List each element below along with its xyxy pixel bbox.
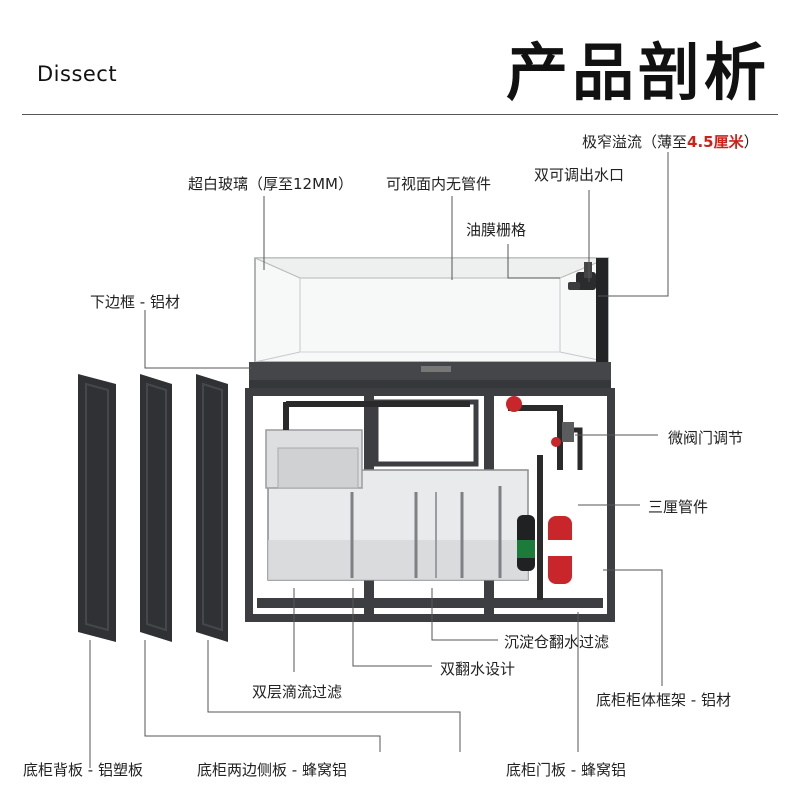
label-cabinet-frame: 底柜柜体框架 - 铝材 — [596, 691, 731, 709]
label-double-drip: 双层滴流过滤 — [252, 683, 343, 701]
label-double-flip: 双翻水设计 — [440, 660, 516, 678]
page-title: 产品剖析 — [505, 36, 770, 109]
back-panel — [78, 374, 116, 642]
label-settling: 沉淀仓翻水过滤 — [504, 633, 610, 651]
brand-plate — [421, 366, 451, 372]
label-no-pipes: 可视面内无管件 — [386, 175, 492, 193]
cabinet-top-frame — [249, 362, 611, 392]
leader-lines — [89, 152, 669, 768]
side-panel-2 — [196, 374, 228, 642]
label-back-panel: 底柜背板 - 铝塑板 — [23, 761, 143, 779]
label-door-panel: 底柜门板 - 蜂窝铝 — [506, 761, 626, 779]
label-ultra-clear-glass: 超白玻璃（厚至12MM） — [188, 175, 353, 193]
valve-icon — [506, 396, 522, 412]
label-dual-outlet: 双可调出水口 — [534, 166, 625, 184]
cabinet-body — [245, 388, 615, 622]
header-divider — [22, 114, 778, 115]
label-oil-grid: 油膜栅格 — [466, 221, 527, 239]
label-pipes: 三厘管件 — [648, 498, 709, 516]
label-narrow-overflow: 极窄溢流（薄至4.5厘米） — [582, 133, 759, 151]
label-side-panels: 底柜两边侧板 - 蜂窝铝 — [197, 761, 347, 779]
label-micro-valve: 微阀门调节 — [668, 429, 744, 447]
label-bottom-frame: 下边框 - 铝材 — [90, 293, 180, 311]
glass-tank — [254, 257, 609, 363]
section-label: Dissect — [37, 62, 118, 86]
overflow-box — [568, 258, 608, 362]
side-panel-1 — [140, 374, 172, 642]
